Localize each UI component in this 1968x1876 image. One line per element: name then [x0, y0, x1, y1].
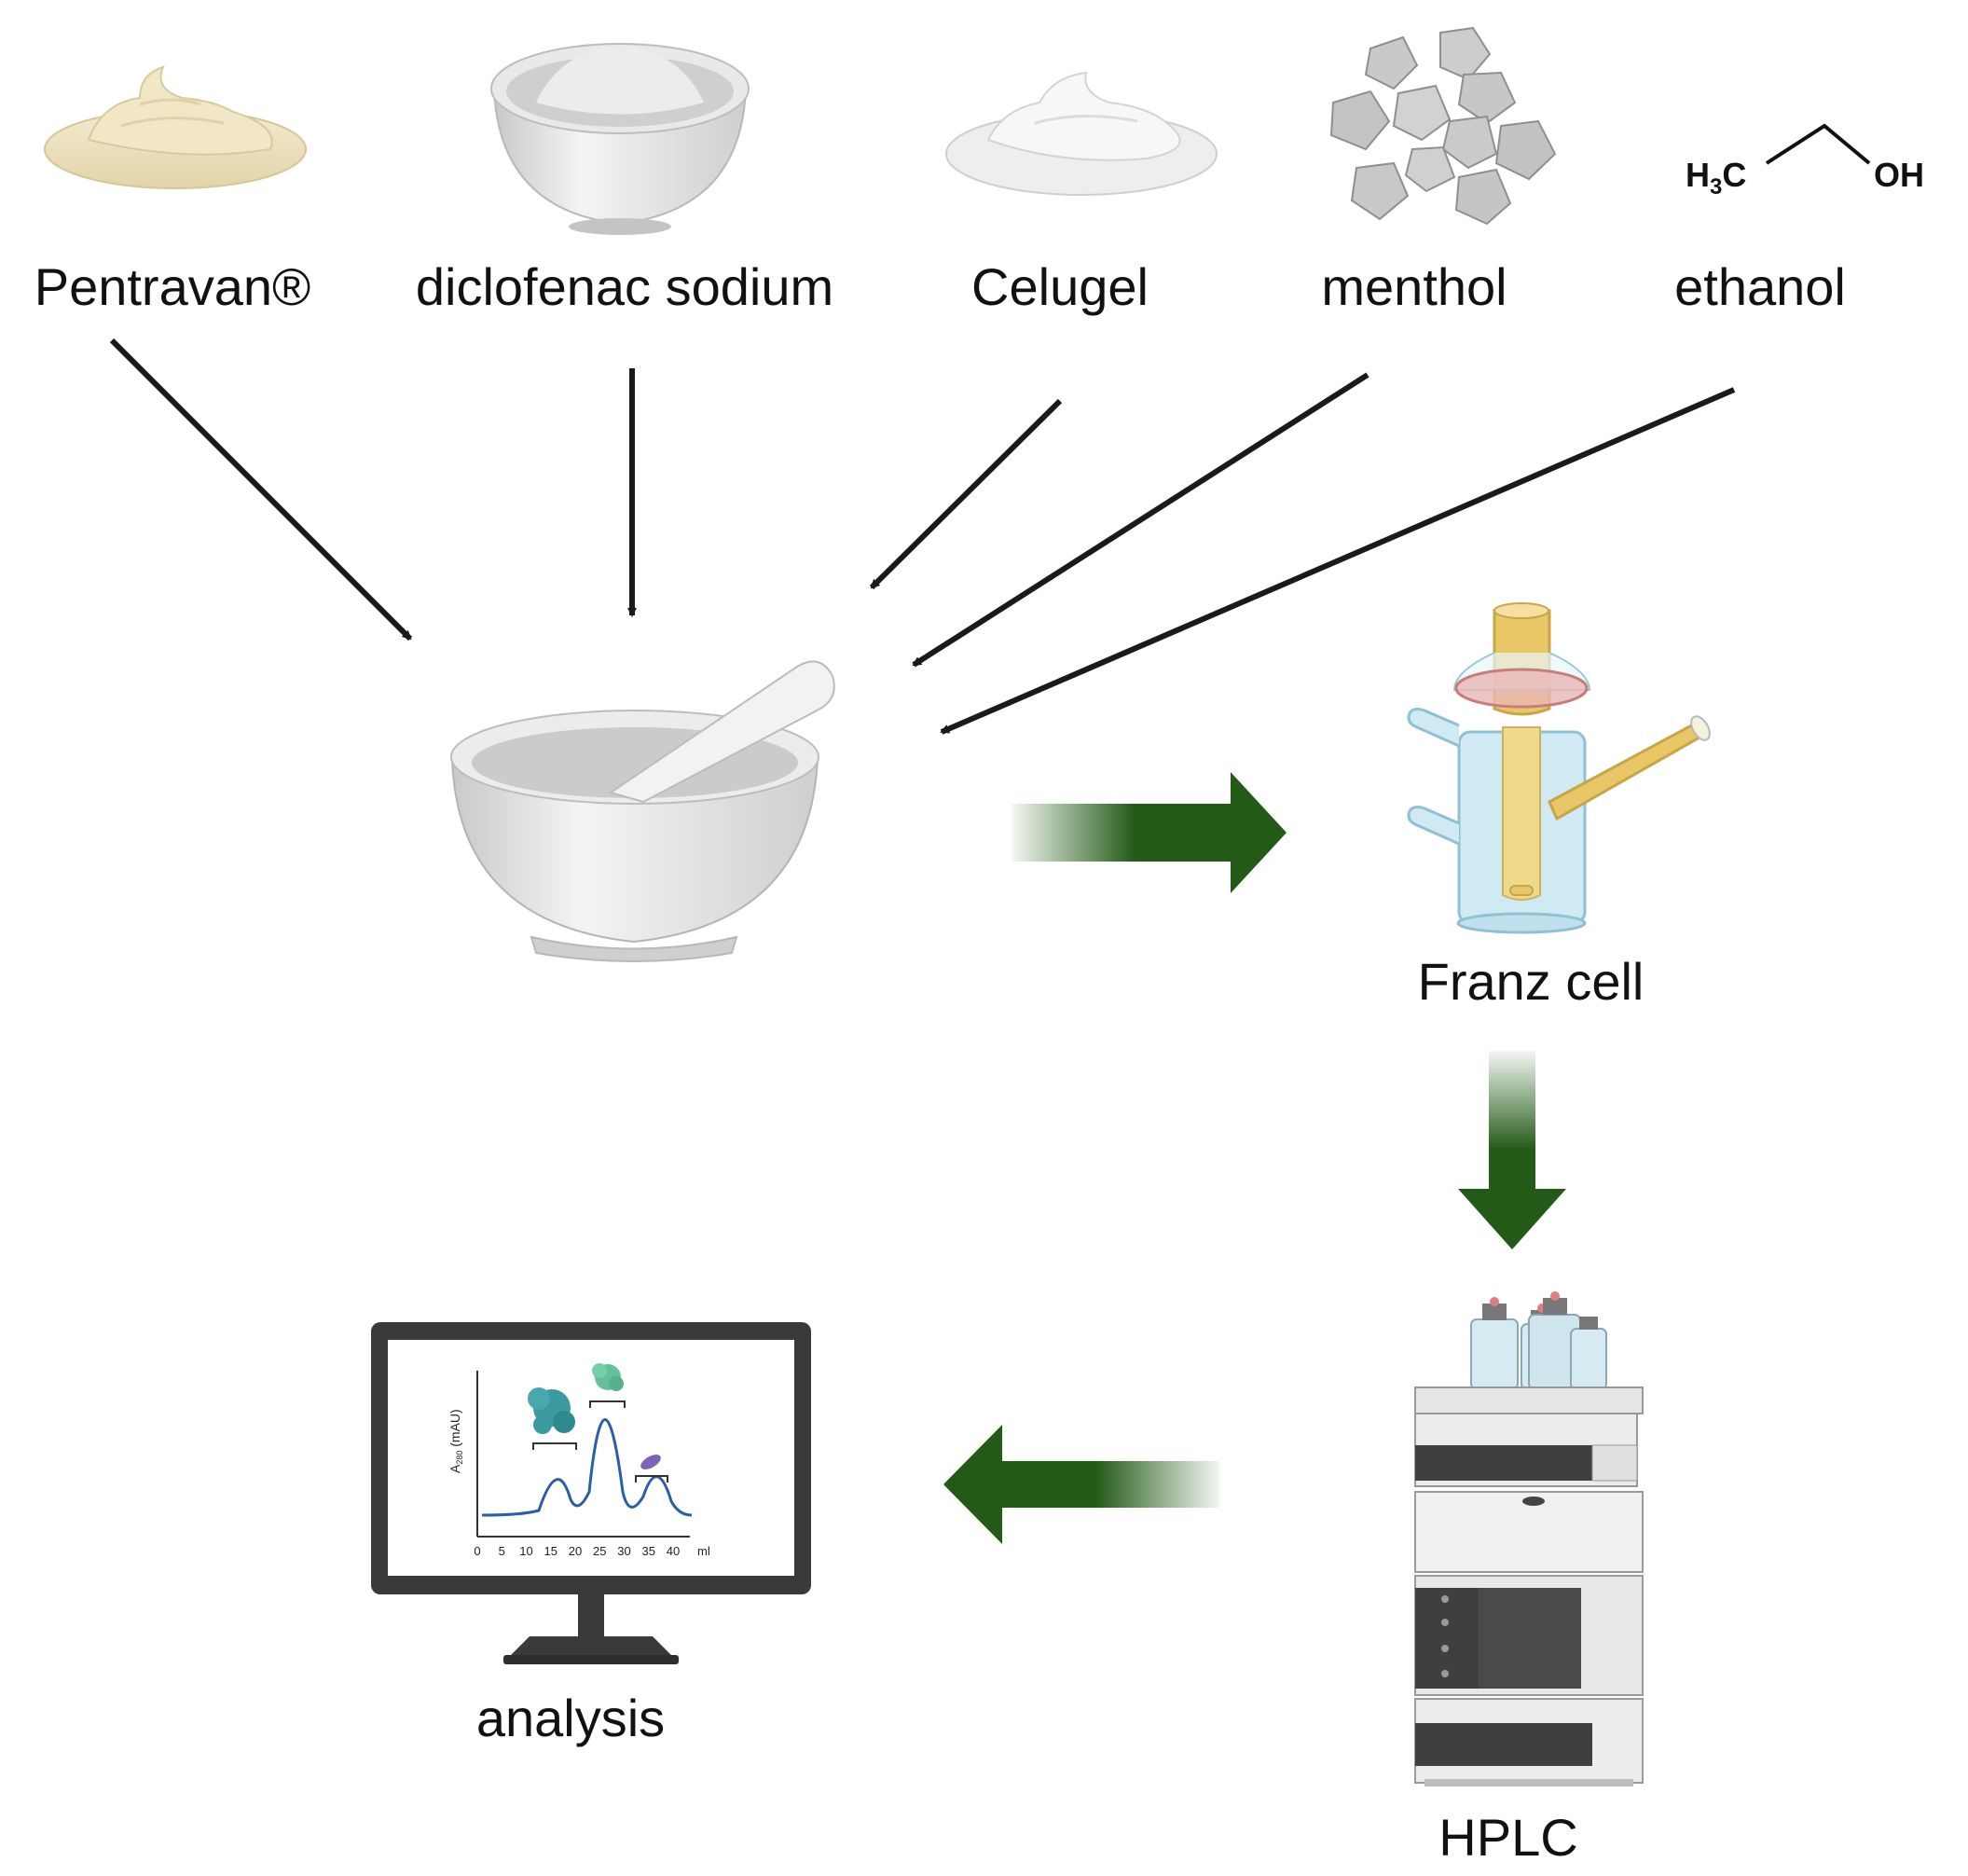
chart-x-tick-label: 0 — [474, 1544, 480, 1558]
arrow-celugel — [869, 398, 1063, 590]
franz-cell-icon — [1407, 602, 1711, 934]
ethanol-formula-subscript: 3 — [1710, 174, 1722, 200]
label-ethanol: ethanol — [1674, 257, 1846, 316]
celugel-gel-icon — [945, 71, 1218, 196]
label-celugel: Celugel — [971, 257, 1149, 316]
ethanol-structure-icon: H3C OH — [1686, 123, 1924, 200]
chart-x-tick-label: 30 — [617, 1544, 630, 1558]
flow-arrow-to-hplc — [1458, 1051, 1566, 1249]
ethanol-formula-h: H — [1686, 156, 1710, 194]
chart-x-tick-label: 10 — [519, 1544, 532, 1558]
mortar-and-pestle-icon — [450, 660, 835, 962]
pentravan-cream-icon — [44, 65, 307, 189]
chromatogram-chart: A280 (mAU) 0 5 10 15 20 25 30 35 40 ml — [447, 1363, 710, 1558]
arrow-ethanol — [940, 387, 1736, 735]
small-protein-icon — [640, 1455, 661, 1469]
diclofenac-powder-bowl-icon — [490, 43, 750, 235]
label-diclofenac-sodium: diclofenac sodium — [416, 257, 833, 316]
ethanol-formula-oh: OH — [1874, 156, 1924, 194]
menthol-crystals-icon — [1329, 26, 1557, 226]
hplc-instrument-icon — [1414, 1291, 1644, 1786]
label-pentravan: Pentravan® — [34, 257, 311, 316]
chart-x-tick-label: 35 — [642, 1544, 655, 1558]
chart-x-ticks: 0 5 10 15 20 25 30 35 40 ml — [474, 1544, 709, 1558]
analysis-monitor-icon: A280 (mAU) 0 5 10 15 20 25 30 35 40 ml — [371, 1322, 811, 1664]
chart-x-tick-label: 5 — [499, 1544, 505, 1558]
chart-x-tick-label: 40 — [667, 1544, 680, 1558]
label-hplc: HPLC — [1438, 1808, 1577, 1867]
ethanol-formula-c: C — [1722, 156, 1746, 194]
flow-arrow-to-analysis — [943, 1425, 1219, 1544]
svg-text:H3C: H3C — [1686, 156, 1746, 200]
label-franz-cell: Franz cell — [1418, 952, 1645, 1011]
ingredient-arrows — [109, 338, 1736, 735]
arrow-pentravan — [109, 338, 413, 641]
chart-x-unit-label: ml — [697, 1544, 710, 1558]
flow-arrow-to-franz-cell — [1012, 772, 1287, 893]
label-menthol: menthol — [1321, 257, 1507, 316]
chart-x-tick-label: 20 — [569, 1544, 582, 1558]
arrow-menthol — [912, 372, 1369, 668]
large-protein-icon — [528, 1387, 575, 1434]
chart-x-tick-label: 15 — [544, 1544, 557, 1558]
label-analysis: analysis — [476, 1689, 665, 1747]
medium-protein-icon — [592, 1363, 624, 1391]
chart-x-tick-label: 25 — [593, 1544, 606, 1558]
chromatogram-trace — [481, 1418, 693, 1517]
chart-y-label: A280 (mAU) — [447, 1409, 464, 1473]
